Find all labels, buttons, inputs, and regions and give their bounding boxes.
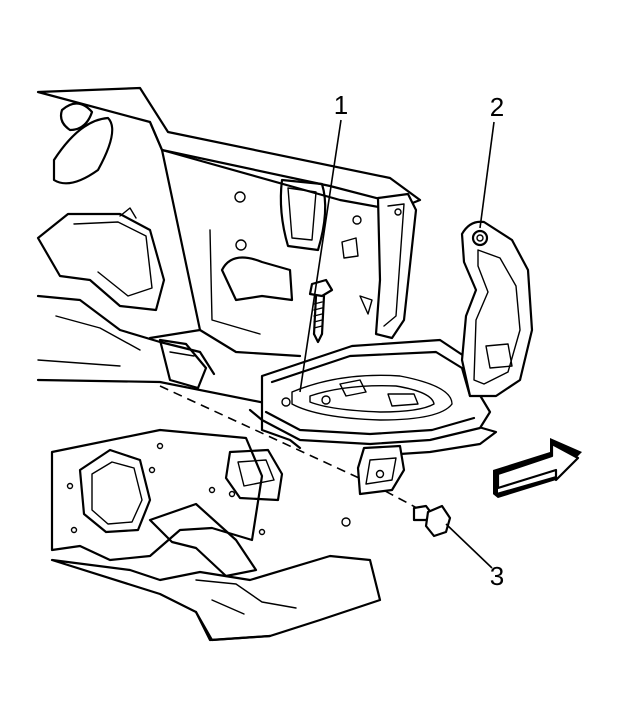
frame-rail xyxy=(36,207,302,412)
front-direction-arrow-icon xyxy=(493,438,582,498)
body-panel xyxy=(36,86,422,358)
leader-line-1 xyxy=(299,119,342,393)
leader-lines xyxy=(299,119,495,569)
lower-body-section xyxy=(50,428,382,642)
bolt-1 xyxy=(308,278,334,344)
leader-line-2 xyxy=(479,121,495,229)
callout-3: 3 xyxy=(490,561,504,591)
carrier-tray xyxy=(248,192,534,496)
callout-2: 2 xyxy=(490,92,504,122)
bolt-3 xyxy=(412,504,452,538)
leader-line-3 xyxy=(445,523,493,569)
callout-1: 1 xyxy=(334,90,348,120)
